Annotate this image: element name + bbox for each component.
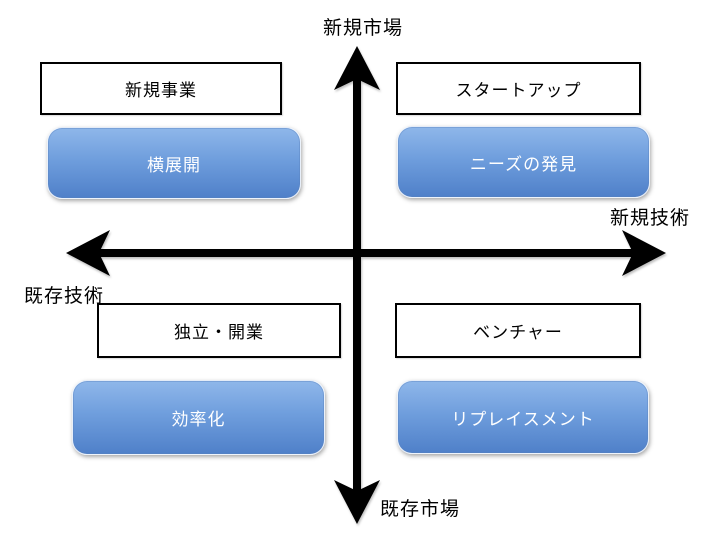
axis-label-bottom: 既存市場 (380, 499, 461, 520)
arrowhead-right (622, 230, 666, 276)
strategy-box-needs-discovery: ニーズの発見 (397, 126, 650, 198)
strategy-box-replacement: リプレイスメント (397, 380, 649, 454)
axis-label-left: 既存技術 (24, 286, 105, 307)
category-box-venture: ベンチャー (395, 303, 641, 358)
strategy-box-efficiency: 効率化 (72, 380, 325, 455)
axis-label-top: 新規市場 (322, 18, 403, 39)
strategy-box-horizontal-deployment: 横展開 (47, 127, 301, 199)
horizontal-axis-line (99, 249, 633, 257)
arrowhead-up (334, 46, 380, 90)
arrowhead-down (334, 480, 380, 524)
category-box-startup: スタートアップ (396, 62, 641, 115)
vertical-axis-line (353, 79, 361, 491)
category-box-new-business: 新規事業 (40, 62, 282, 115)
category-box-independence: 独立・開業 (97, 303, 341, 358)
arrowhead-left (66, 230, 110, 276)
axis-label-right: 新規技術 (610, 208, 691, 229)
